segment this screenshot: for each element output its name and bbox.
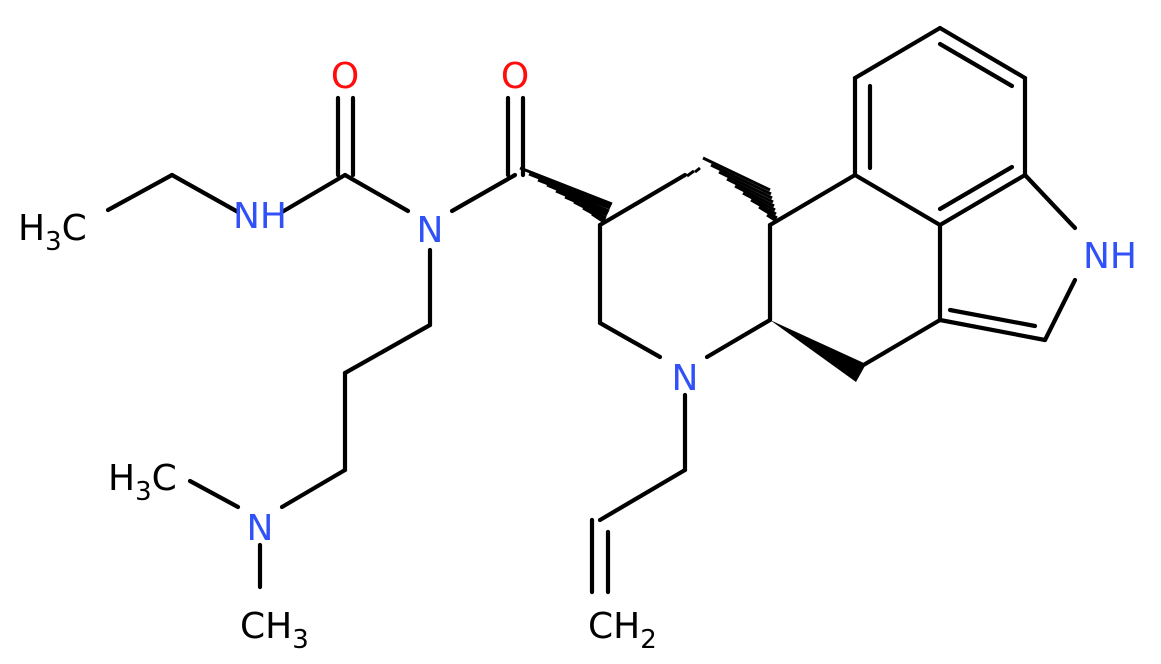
bond <box>1022 172 1078 231</box>
oxygen-label: O <box>331 56 359 97</box>
bond <box>937 317 1048 343</box>
bond <box>279 172 348 215</box>
bond <box>597 172 688 228</box>
bond <box>767 172 858 228</box>
bond <box>704 317 773 360</box>
hashed-wedge-bond-2 <box>686 156 779 224</box>
methyl-label-lower: CH3 <box>240 606 309 655</box>
bond <box>937 25 1028 81</box>
nh-label: NH <box>233 196 287 237</box>
nitrogen-label: N <box>417 210 444 251</box>
bond <box>852 317 943 373</box>
bond <box>597 467 688 523</box>
bond <box>342 172 411 214</box>
bond <box>449 172 518 214</box>
bond <box>342 322 433 376</box>
bond <box>937 41 1015 89</box>
bond <box>937 164 1015 212</box>
bond <box>279 467 348 510</box>
bond <box>947 307 1038 329</box>
methylene-label: CH2 <box>588 606 657 655</box>
bond <box>1042 277 1078 343</box>
bond <box>169 172 241 215</box>
bond <box>852 172 943 228</box>
hashed-wedge-bond <box>519 166 613 224</box>
methyl-label-ethyl: H3C <box>18 208 87 257</box>
bonds <box>105 25 1078 595</box>
dimethyl-nitrogen-label: N <box>247 508 274 549</box>
bond <box>937 172 1028 228</box>
methyl-label-upper: H3C <box>108 458 177 507</box>
bond <box>187 478 241 510</box>
bond <box>105 172 175 213</box>
bond <box>597 320 663 360</box>
ring-nitrogen-label: N <box>672 358 699 399</box>
indole-nh-label: NH <box>1083 236 1137 277</box>
bond <box>852 25 943 81</box>
solid-wedge-bond <box>770 320 866 382</box>
oxygen-label: O <box>501 56 529 97</box>
